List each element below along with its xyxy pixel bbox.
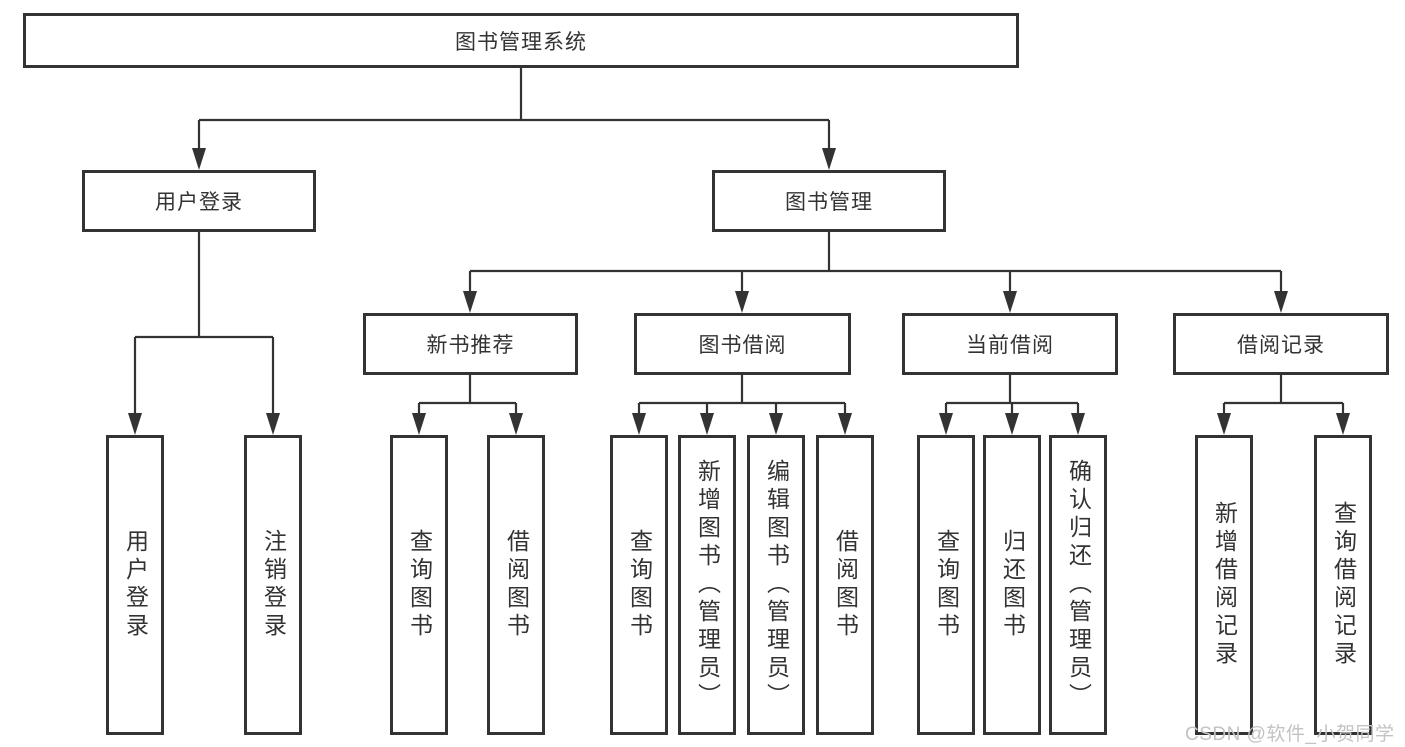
node-new-book-recommendation: 新书推荐	[363, 313, 578, 375]
node-user-login: 用户登录	[82, 170, 316, 232]
node-library-management-system: 图书管理系统	[23, 13, 1019, 68]
node-label: 新书推荐	[426, 334, 515, 357]
leaf-return-books: 归还图书	[983, 435, 1041, 735]
leaf-query-books-1: 查询图书	[390, 435, 448, 735]
node-label: 图书管理	[785, 191, 873, 214]
node-label: 图书管理系统	[455, 30, 587, 54]
leaf-label: 确认归还（管理员）	[1065, 459, 1092, 711]
leaf-label: 查询借阅记录	[1330, 501, 1357, 669]
leaf-query-borrow-record: 查询借阅记录	[1314, 435, 1372, 735]
arrowhead-group	[128, 148, 1350, 435]
leaf-label: 编辑图书（管理员）	[763, 459, 790, 711]
leaf-borrow-books-1: 借阅图书	[487, 435, 545, 735]
leaf-borrow-books-2: 借阅图书	[816, 435, 874, 735]
leaf-logout: 注销登录	[244, 435, 302, 735]
leaf-edit-books-admin: 编辑图书（管理员）	[747, 435, 805, 735]
leaf-add-borrow-record: 新增借阅记录	[1195, 435, 1253, 735]
leaf-confirm-return-admin: 确认归还（管理员）	[1049, 435, 1107, 735]
leaf-label: 查询图书	[933, 529, 960, 641]
leaf-label: 新增借阅记录	[1211, 501, 1238, 669]
leaf-label: 查询图书	[406, 529, 433, 641]
leaf-label: 借阅图书	[832, 529, 859, 641]
leaf-user-login: 用户登录	[106, 435, 164, 735]
node-label: 当前借阅	[966, 334, 1054, 357]
leaf-label: 注销登录	[260, 529, 287, 641]
leaf-query-books-3: 查询图书	[917, 435, 975, 735]
leaf-label: 查询图书	[626, 529, 653, 641]
leaf-label: 归还图书	[999, 529, 1026, 641]
leaf-label: 借阅图书	[503, 529, 530, 641]
leaf-label: 用户登录	[122, 529, 149, 641]
node-current-borrowing: 当前借阅	[902, 313, 1118, 375]
watermark: CSDN @软件_小贺同学	[1185, 724, 1395, 745]
node-label: 图书借阅	[698, 334, 787, 357]
leaf-label: 新增图书（管理员）	[694, 459, 721, 711]
node-book-borrowing: 图书借阅	[634, 313, 851, 375]
node-label: 借阅记录	[1237, 334, 1325, 357]
node-book-management: 图书管理	[712, 170, 946, 232]
node-label: 用户登录	[155, 191, 243, 214]
node-borrowing-records: 借阅记录	[1173, 313, 1389, 375]
leaf-query-books-2: 查询图书	[610, 435, 668, 735]
leaf-add-books-admin: 新增图书（管理员）	[678, 435, 736, 735]
